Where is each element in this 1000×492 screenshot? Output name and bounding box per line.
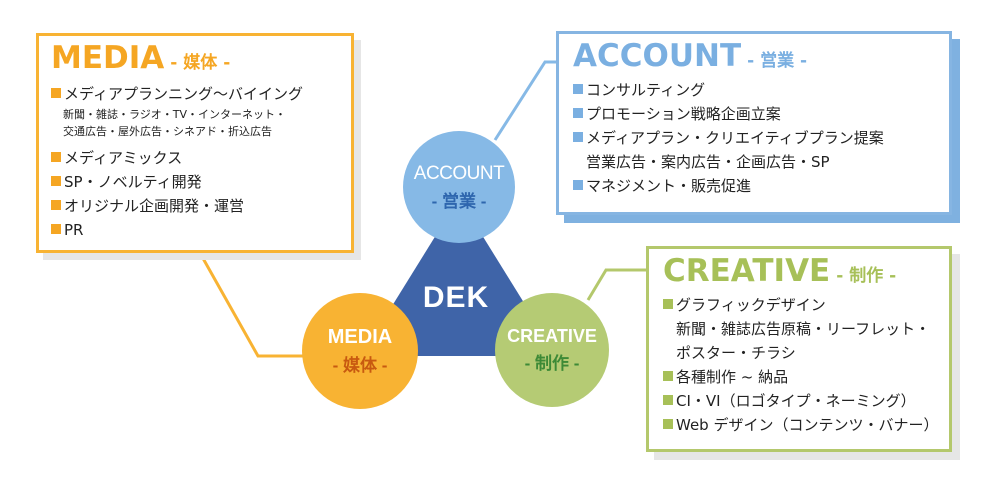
media-subtitle: - 媒体 - [170, 53, 231, 73]
list-subitem: 交通広告・屋外広告・シネアド・折込広告 [63, 125, 272, 138]
media-list: メディアプランニング〜バイイング 新聞・雑誌・ラジオ・TV・インターネット・ 交… [51, 82, 339, 242]
square-bullet-icon [51, 224, 61, 234]
creative-circle-label: CREATIVE [507, 326, 597, 346]
square-bullet-icon [573, 132, 583, 142]
dek-logo: DEK [422, 281, 490, 314]
creative-title: CREATIVE [663, 253, 831, 289]
media-circle-label: MEDIA [327, 326, 393, 348]
list-subitem: 新聞・雑誌広告原稿・リーフレット・ [676, 320, 931, 338]
list-subitem: ポスター・チラシ [676, 344, 796, 362]
account-title: ACCOUNT [573, 38, 742, 74]
account-subtitle: - 営業 - [747, 51, 808, 71]
list-item: オリジナル企画開発・運営 [51, 194, 339, 218]
square-bullet-icon [663, 371, 673, 381]
creative-subtitle: - 制作 - [836, 266, 897, 286]
account-circle: ACCOUNT - 営業 - [403, 131, 515, 243]
media-circle-sublabel: - 媒体 - [332, 356, 388, 375]
list-item: プロモーション戦略企画立案 [573, 102, 935, 126]
list-item: Web デザイン（コンテンツ・バナー） [663, 413, 938, 437]
media-connector [198, 252, 306, 358]
list-subitem: 営業広告・案内広告・企画広告・SP [586, 153, 830, 171]
media-title: MEDIA [51, 40, 165, 76]
list-item: マネジメント・販売促進 [573, 174, 935, 198]
list-item: 各種制作 ~ 納品 [663, 365, 935, 389]
list-item: SP・ノベルティ開発 [51, 170, 339, 194]
creative-circle: CREATIVE - 制作 - [495, 293, 609, 407]
list-item: コンサルティング [573, 78, 935, 102]
creative-connector [586, 268, 648, 301]
list-item: PR [51, 218, 339, 242]
square-bullet-icon [51, 88, 61, 98]
creative-box: CREATIVE- 制作 - グラフィックデザイン 新聞・雑誌広告原稿・リーフレ… [646, 246, 952, 452]
account-list: コンサルティング プロモーション戦略企画立案 メディアプラン・クリエイティブプラ… [573, 78, 935, 198]
square-bullet-icon [51, 152, 61, 162]
creative-list: グラフィックデザイン 新聞・雑誌広告原稿・リーフレット・ ポスター・チラシ 各種… [663, 293, 938, 437]
square-bullet-icon [51, 176, 61, 186]
square-bullet-icon [51, 200, 61, 210]
creative-circle-sublabel: - 制作 - [524, 354, 580, 373]
list-subitem: 新聞・雑誌・ラジオ・TV・インターネット・ [63, 108, 287, 121]
creative-heading: CREATIVE- 制作 - [663, 253, 935, 289]
account-connector [493, 60, 558, 141]
list-item: CI・VI（ロゴタイプ・ネーミング） [663, 389, 935, 413]
square-bullet-icon [663, 299, 673, 309]
account-circle-label: ACCOUNT [413, 162, 505, 184]
list-item: メディアミックス [51, 146, 339, 170]
square-bullet-icon [663, 395, 673, 405]
media-circle: MEDIA - 媒体 - [302, 293, 418, 409]
list-item: メディアプラン・クリエイティブプラン提案 [573, 126, 935, 150]
square-bullet-icon [573, 84, 583, 94]
account-heading: ACCOUNT- 営業 - [573, 38, 935, 74]
square-bullet-icon [573, 108, 583, 118]
media-heading: MEDIA- 媒体 - [51, 40, 339, 76]
account-box: ACCOUNT- 営業 - コンサルティング プロモーション戦略企画立案 メディ… [556, 31, 952, 215]
square-bullet-icon [573, 180, 583, 190]
media-box: MEDIA- 媒体 - メディアプランニング〜バイイング 新聞・雑誌・ラジオ・T… [36, 33, 354, 253]
account-circle-sublabel: - 営業 - [431, 191, 487, 211]
list-item: グラフィックデザイン [663, 293, 935, 317]
list-item: メディアプランニング〜バイイング [51, 82, 339, 106]
square-bullet-icon [663, 419, 673, 429]
